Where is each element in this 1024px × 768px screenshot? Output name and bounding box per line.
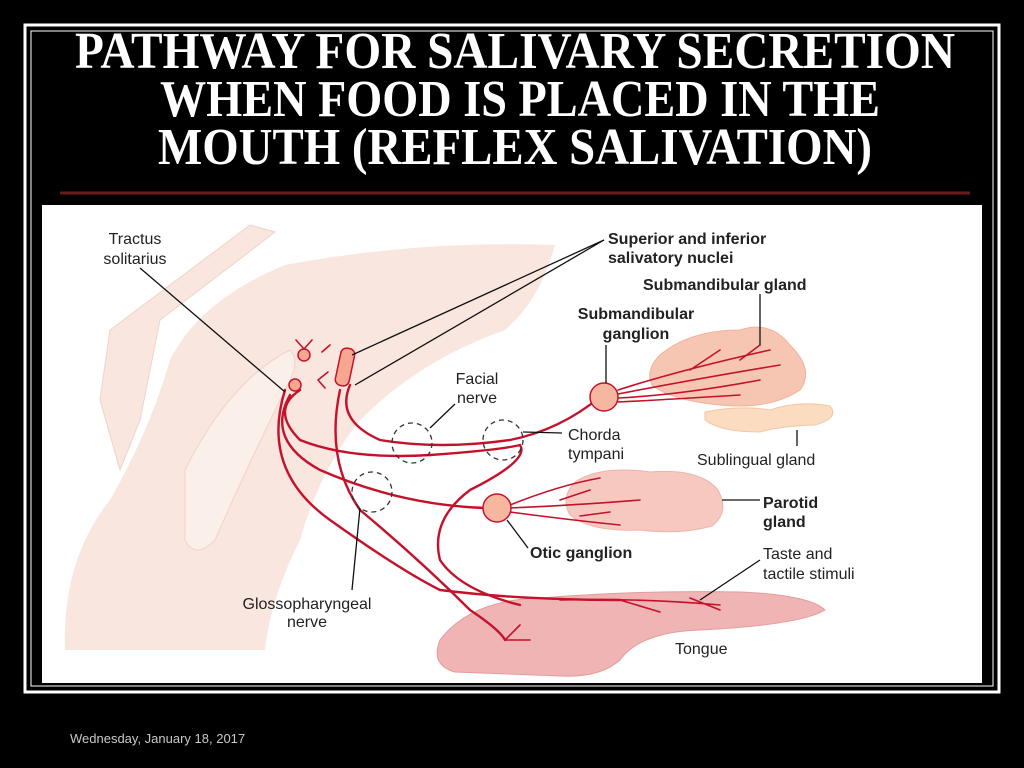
submandibular-ganglion <box>589 382 619 412</box>
parotid-gland <box>565 469 724 533</box>
label-chorda-tympani: tympani <box>568 446 624 463</box>
tongue <box>436 591 826 677</box>
nerve-pathways <box>277 339 781 642</box>
label-submandibular-gland: Submandibular gland <box>643 277 807 294</box>
facial-nerve-marker <box>391 422 433 464</box>
label-facial-nerve: nerve <box>457 390 497 407</box>
label-tongue: Tongue <box>675 641 728 658</box>
tractus-neuron <box>297 348 311 362</box>
label-taste-stimuli: Taste and <box>763 546 832 563</box>
title-line-3: MOUTH (REFLEX SALIVATION) <box>158 119 872 176</box>
glossopharyngeal-marker <box>351 471 393 513</box>
label-salivatory-nuclei: Superior and inferior <box>608 231 766 248</box>
label-glossopharyngeal-nerve: Glossopharyngeal <box>243 596 372 613</box>
label-parotid-gland: gland <box>763 514 806 531</box>
salivatory-nuclei <box>334 347 356 387</box>
label-salivatory-nuclei: salivatory nuclei <box>608 250 733 267</box>
label-tractus-solitarius: Tractus <box>109 231 162 248</box>
sublingual-gland <box>704 403 834 433</box>
label-submandibular-ganglion: Submandibular <box>578 306 694 323</box>
label-otic-ganglion: Otic ganglion <box>530 545 632 562</box>
chorda-tympani-marker <box>482 419 524 461</box>
label-sublingual-gland: Sublingual gland <box>697 452 815 469</box>
label-facial-nerve: Facial <box>456 371 499 388</box>
label-parotid-gland: Parotid <box>763 495 818 512</box>
title-line-1: PATHWAY FOR SALIVARY SECRETION <box>75 23 955 80</box>
label-submandibular-ganglion: ganglion <box>603 326 670 343</box>
brainstem-tissue <box>64 244 555 650</box>
slide-outer-border <box>23 23 1001 694</box>
slide-title: PATHWAY FOR SALIVARY SECRETION WHEN FOOD… <box>75 23 955 176</box>
diagram-labels: Tractus solitarius Superior and inferior… <box>103 231 854 658</box>
footer-date: Wednesday, January 18, 2017 <box>70 731 246 746</box>
title-line-2: WHEN FOOD IS PLACED IN THE <box>160 71 880 128</box>
tractus-neuron <box>288 378 302 392</box>
cerebellum-outline <box>184 349 296 551</box>
otic-ganglion <box>482 493 512 523</box>
skull-bone-shape <box>99 224 277 472</box>
label-tractus-solitarius: solitarius <box>103 251 166 268</box>
slide-inner-border <box>30 30 994 687</box>
label-taste-stimuli: tactile stimuli <box>763 566 855 583</box>
label-chorda-tympani: Chorda <box>568 427 621 444</box>
label-glossopharyngeal-nerve: nerve <box>287 614 327 631</box>
leader-lines <box>139 239 798 601</box>
salivation-diagram: Tractus solitarius Superior and inferior… <box>42 205 982 683</box>
submandibular-gland <box>649 326 807 407</box>
